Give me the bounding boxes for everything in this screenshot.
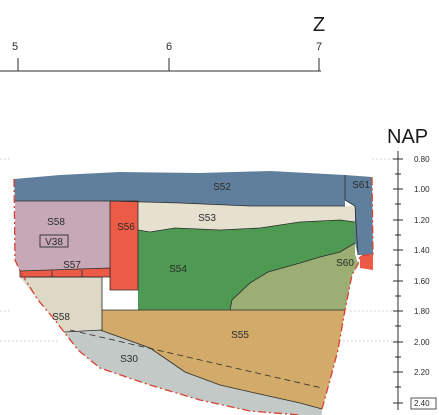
boundary-s58-lower (20, 276, 103, 333)
layer-s58-upper (15, 201, 110, 271)
elevation-label-2.40: 2.40 (414, 399, 430, 408)
label-v38: V38 (45, 237, 63, 248)
layer-s53 (110, 201, 355, 232)
elevation-label-1.80: 1.80 (414, 307, 430, 316)
layer-s56 (109, 200, 139, 291)
elevation-label-0.80: 0.80 (414, 155, 430, 164)
label-s52: S52 (213, 182, 231, 193)
elevation-label-2.00: 2.00 (414, 338, 430, 347)
direction-label: Z (313, 14, 325, 36)
label-s55: S55 (231, 330, 249, 341)
label-s30: S30 (120, 354, 138, 365)
boundary-s54-s60 (229, 242, 356, 311)
label-s54: S54 (169, 264, 187, 275)
find-v38-box (39, 234, 69, 248)
elevation-scale: NAP 0.80 1.00 1.20 1.40 1.60 1.80 2.00 (387, 126, 437, 410)
scale-label-7: 7 (316, 41, 322, 53)
label-s53: S53 (198, 213, 216, 224)
layer-s57 (19, 267, 111, 278)
boundary-s57-ticks (51, 270, 83, 277)
elevation-label-1.60: 1.60 (414, 277, 430, 286)
boundary-s53-s54 (137, 219, 356, 233)
elevation-title: NAP (387, 126, 428, 148)
label-s57: S57 (63, 260, 81, 271)
layer-labels: S52 S61 S58 V38 S56 S53 S54 S57 S60 S58 … (45, 180, 370, 365)
elevation-label-2.40-box (410, 397, 437, 410)
layer-s52 (14, 171, 345, 206)
scale-label-6: 6 (166, 41, 172, 53)
layer-s54 (110, 220, 355, 310)
label-s58-lower: S58 (52, 312, 70, 323)
elevation-gridlines (0, 158, 398, 342)
elevation-label-1.00: 1.00 (414, 185, 430, 194)
elevation-label-1.20: 1.20 (414, 216, 430, 225)
cut-line-dashed (69, 329, 323, 389)
layer-s60 (230, 243, 358, 310)
scale-label-5: 5 (12, 41, 18, 53)
label-s61: S61 (352, 180, 370, 191)
label-s58-upper: S58 (47, 217, 65, 228)
layer-s58-lower (20, 277, 102, 332)
label-s60: S60 (336, 258, 354, 269)
elevation-label-2.20: 2.20 (414, 368, 430, 377)
horizontal-scale: 5 6 7 Z (0, 14, 325, 72)
layer-boundaries (15, 175, 359, 410)
soil-layers (14, 171, 373, 415)
red-marker-right (360, 254, 373, 270)
layer-s55 (100, 310, 345, 409)
boundary-s52-s53 (15, 200, 345, 207)
elevation-ticks (393, 158, 403, 404)
boundary-s30-top (99, 329, 323, 410)
elevation-label-1.40: 1.40 (414, 246, 430, 255)
label-s56: S56 (117, 222, 135, 233)
boundary-s61 (344, 175, 359, 256)
excavation-boundary (13, 176, 374, 415)
layer-s61 (345, 175, 373, 255)
